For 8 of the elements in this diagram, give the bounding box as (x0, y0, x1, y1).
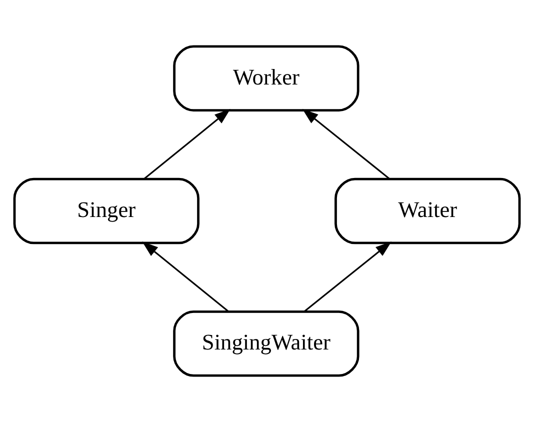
node-box: Singer (13, 177, 200, 244)
node-box: Worker (173, 44, 360, 112)
arrow (144, 108, 230, 179)
arrow (304, 241, 392, 312)
arrow (302, 108, 390, 179)
node-box: SingingWaiter (173, 310, 360, 376)
node-box: Waiter (334, 177, 521, 244)
arrow (142, 241, 229, 312)
